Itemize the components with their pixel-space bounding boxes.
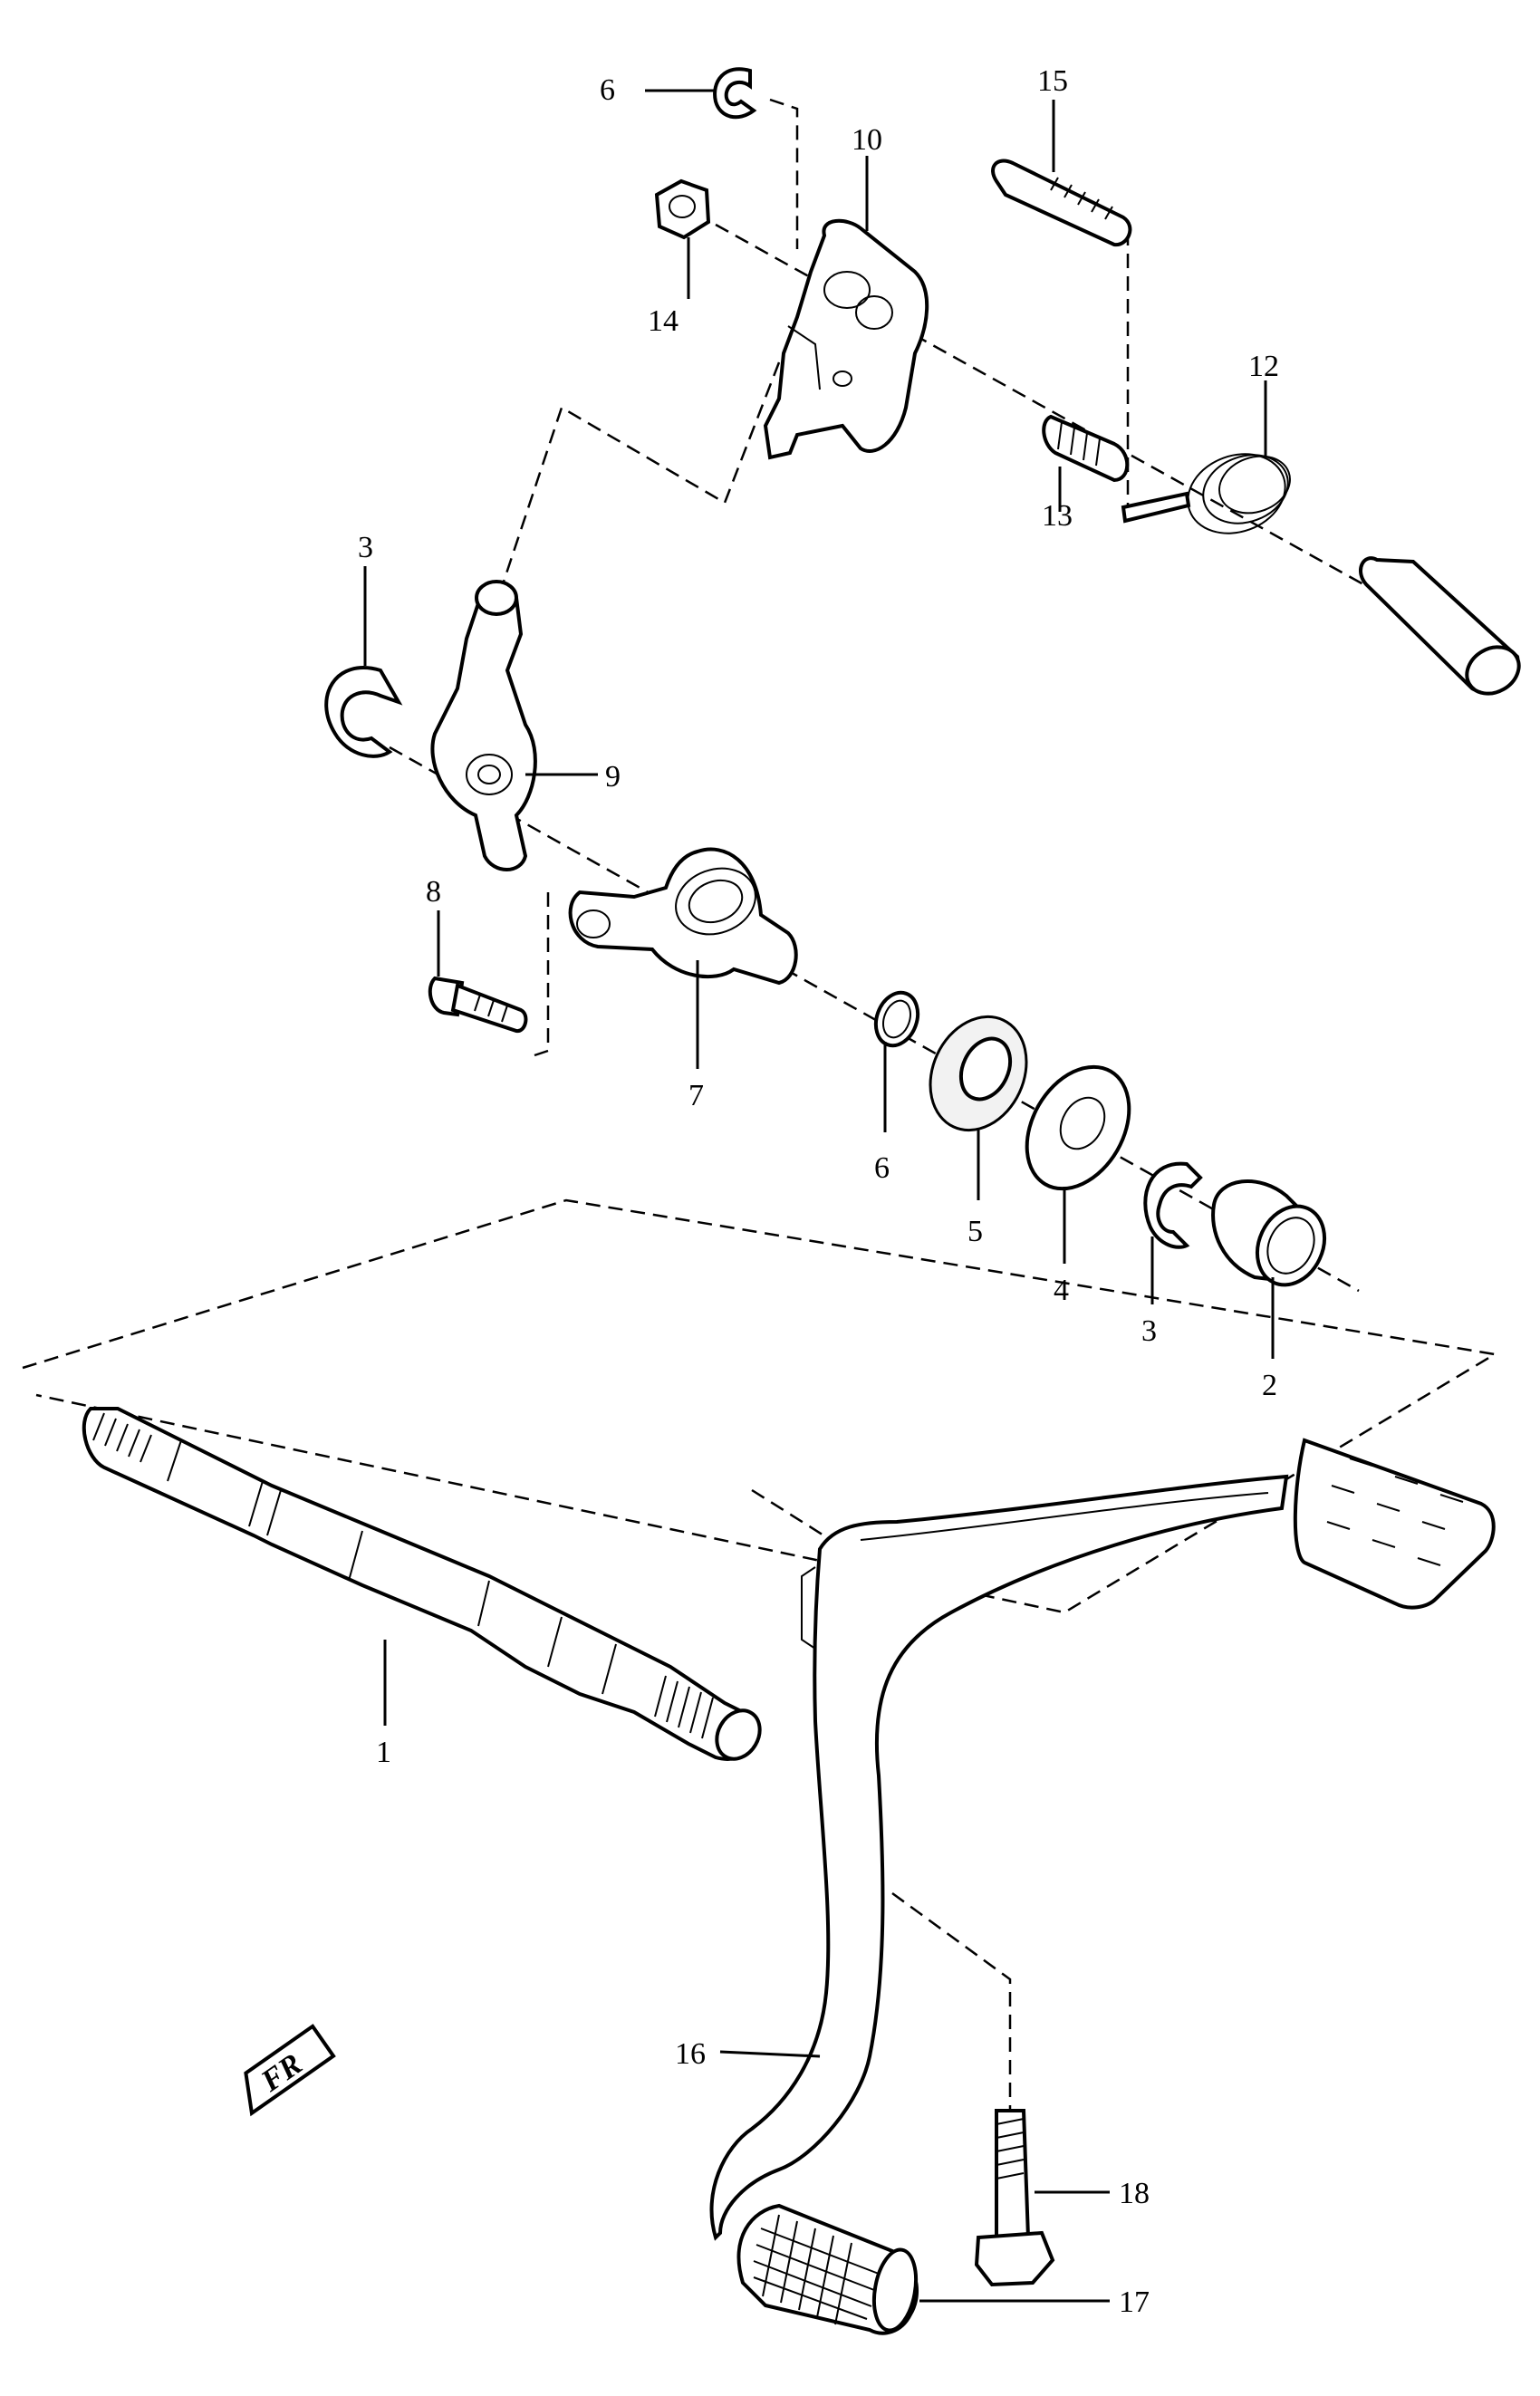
bolt-8 bbox=[428, 976, 528, 1034]
o-ring-6 bbox=[873, 990, 920, 1048]
shift-shaft-1 bbox=[82, 1407, 762, 1761]
spring-13 bbox=[1042, 414, 1130, 483]
leader-lines bbox=[363, 89, 1275, 2303]
callout-1: 1 bbox=[376, 1736, 391, 1769]
nut-14 bbox=[654, 178, 711, 240]
callout-9: 9 bbox=[605, 760, 621, 794]
shift-pedal-16 bbox=[709, 1438, 1496, 2241]
bolt-18 bbox=[974, 2109, 1055, 2287]
assembly-guide-lines bbox=[22, 98, 1498, 2111]
shift-lever-9 bbox=[430, 580, 537, 871]
callout-5: 5 bbox=[967, 1215, 983, 1248]
front-direction-mark: FR bbox=[244, 2024, 336, 2117]
callout-11: 10 bbox=[852, 123, 882, 157]
callout-4: 4 bbox=[1054, 1274, 1069, 1307]
callout-3-lower: 3 bbox=[1141, 1314, 1157, 1348]
callout-labels: 6 10 15 14 12 13 3 9 8 7 6 5 4 3 2 1 16 … bbox=[358, 64, 1279, 2319]
spring-15 bbox=[991, 159, 1132, 247]
callout-17: 17 bbox=[1119, 2285, 1150, 2319]
bracket-7 bbox=[568, 847, 798, 986]
callout-14: 14 bbox=[648, 304, 679, 338]
circlip-3-upper bbox=[324, 666, 403, 758]
pivot-pin bbox=[1359, 556, 1521, 696]
callout-2: 2 bbox=[1262, 1369, 1277, 1402]
collar-2 bbox=[1211, 1179, 1326, 1287]
callout-3-upper: 3 bbox=[358, 531, 373, 564]
callout-10: 6 bbox=[600, 73, 615, 107]
callout-15: 15 bbox=[1037, 64, 1068, 98]
shift-arm-11 bbox=[763, 218, 929, 460]
callout-6: 6 bbox=[874, 1151, 890, 1185]
callout-12: 12 bbox=[1248, 350, 1279, 383]
callout-7: 7 bbox=[688, 1079, 704, 1112]
washer-4 bbox=[1025, 1064, 1131, 1191]
torsion-spring-12 bbox=[1121, 453, 1291, 534]
callout-16: 16 bbox=[675, 2037, 706, 2071]
callout-18: 18 bbox=[1119, 2177, 1150, 2210]
oil-seal-5 bbox=[929, 1015, 1028, 1132]
circlip-10 bbox=[713, 67, 757, 120]
callout-8: 8 bbox=[426, 875, 441, 909]
circlip-3-lower bbox=[1143, 1161, 1203, 1249]
pedal-rubber-17 bbox=[736, 2203, 919, 2335]
callout-13: 13 bbox=[1042, 499, 1073, 533]
